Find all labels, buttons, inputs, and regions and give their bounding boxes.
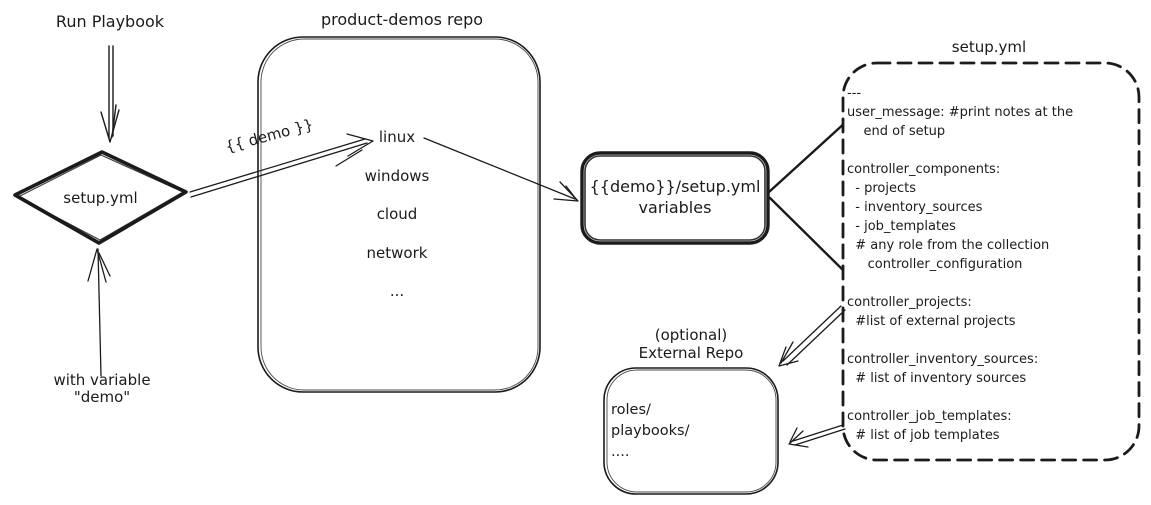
- connector-variables-to-setupyml: [767, 119, 849, 275]
- variables-box-shape: [580, 151, 770, 245]
- setupyml-dashed-box: [841, 61, 1141, 462]
- external-repo-title: (optional) External Repo: [638, 326, 744, 362]
- arrow-linux-to-variables: [423, 137, 579, 202]
- decision-diamond-shape: [13, 150, 188, 245]
- variables-box-label: {{demo}}/setup.yml variables: [589, 177, 761, 217]
- arrow-run-playbook: [100, 45, 120, 143]
- run-playbook-label: Run Playbook: [55, 12, 165, 31]
- repo-item-windows: windows: [364, 166, 430, 185]
- arrow-jobtemplates-to-external: [788, 424, 846, 448]
- diamond-label: setup.yml: [63, 189, 138, 207]
- arrow-projects-to-external: [778, 305, 846, 367]
- repo-item-list: linux windows cloud network ...: [338, 118, 456, 311]
- repo-item-cloud: cloud: [376, 205, 418, 223]
- repo-item-linux: linux: [378, 128, 416, 146]
- arrow-with-variable: [87, 248, 111, 377]
- repo-item-more: ...: [389, 282, 405, 300]
- with-variable-label: with variable "demo": [53, 371, 151, 406]
- repo-title: product-demos repo: [320, 10, 484, 29]
- external-repo-content: roles/ playbooks/ ....: [611, 402, 690, 460]
- setupyml-title: setup.yml: [951, 38, 1027, 56]
- repo-item-network: network: [366, 243, 428, 262]
- arrow-demo-to-linux: [189, 133, 374, 198]
- setupyml-content: --- user_message: #print notes at the en…: [847, 86, 1074, 443]
- product-demos-repo-box: [257, 36, 541, 393]
- external-repo-box: [603, 367, 779, 495]
